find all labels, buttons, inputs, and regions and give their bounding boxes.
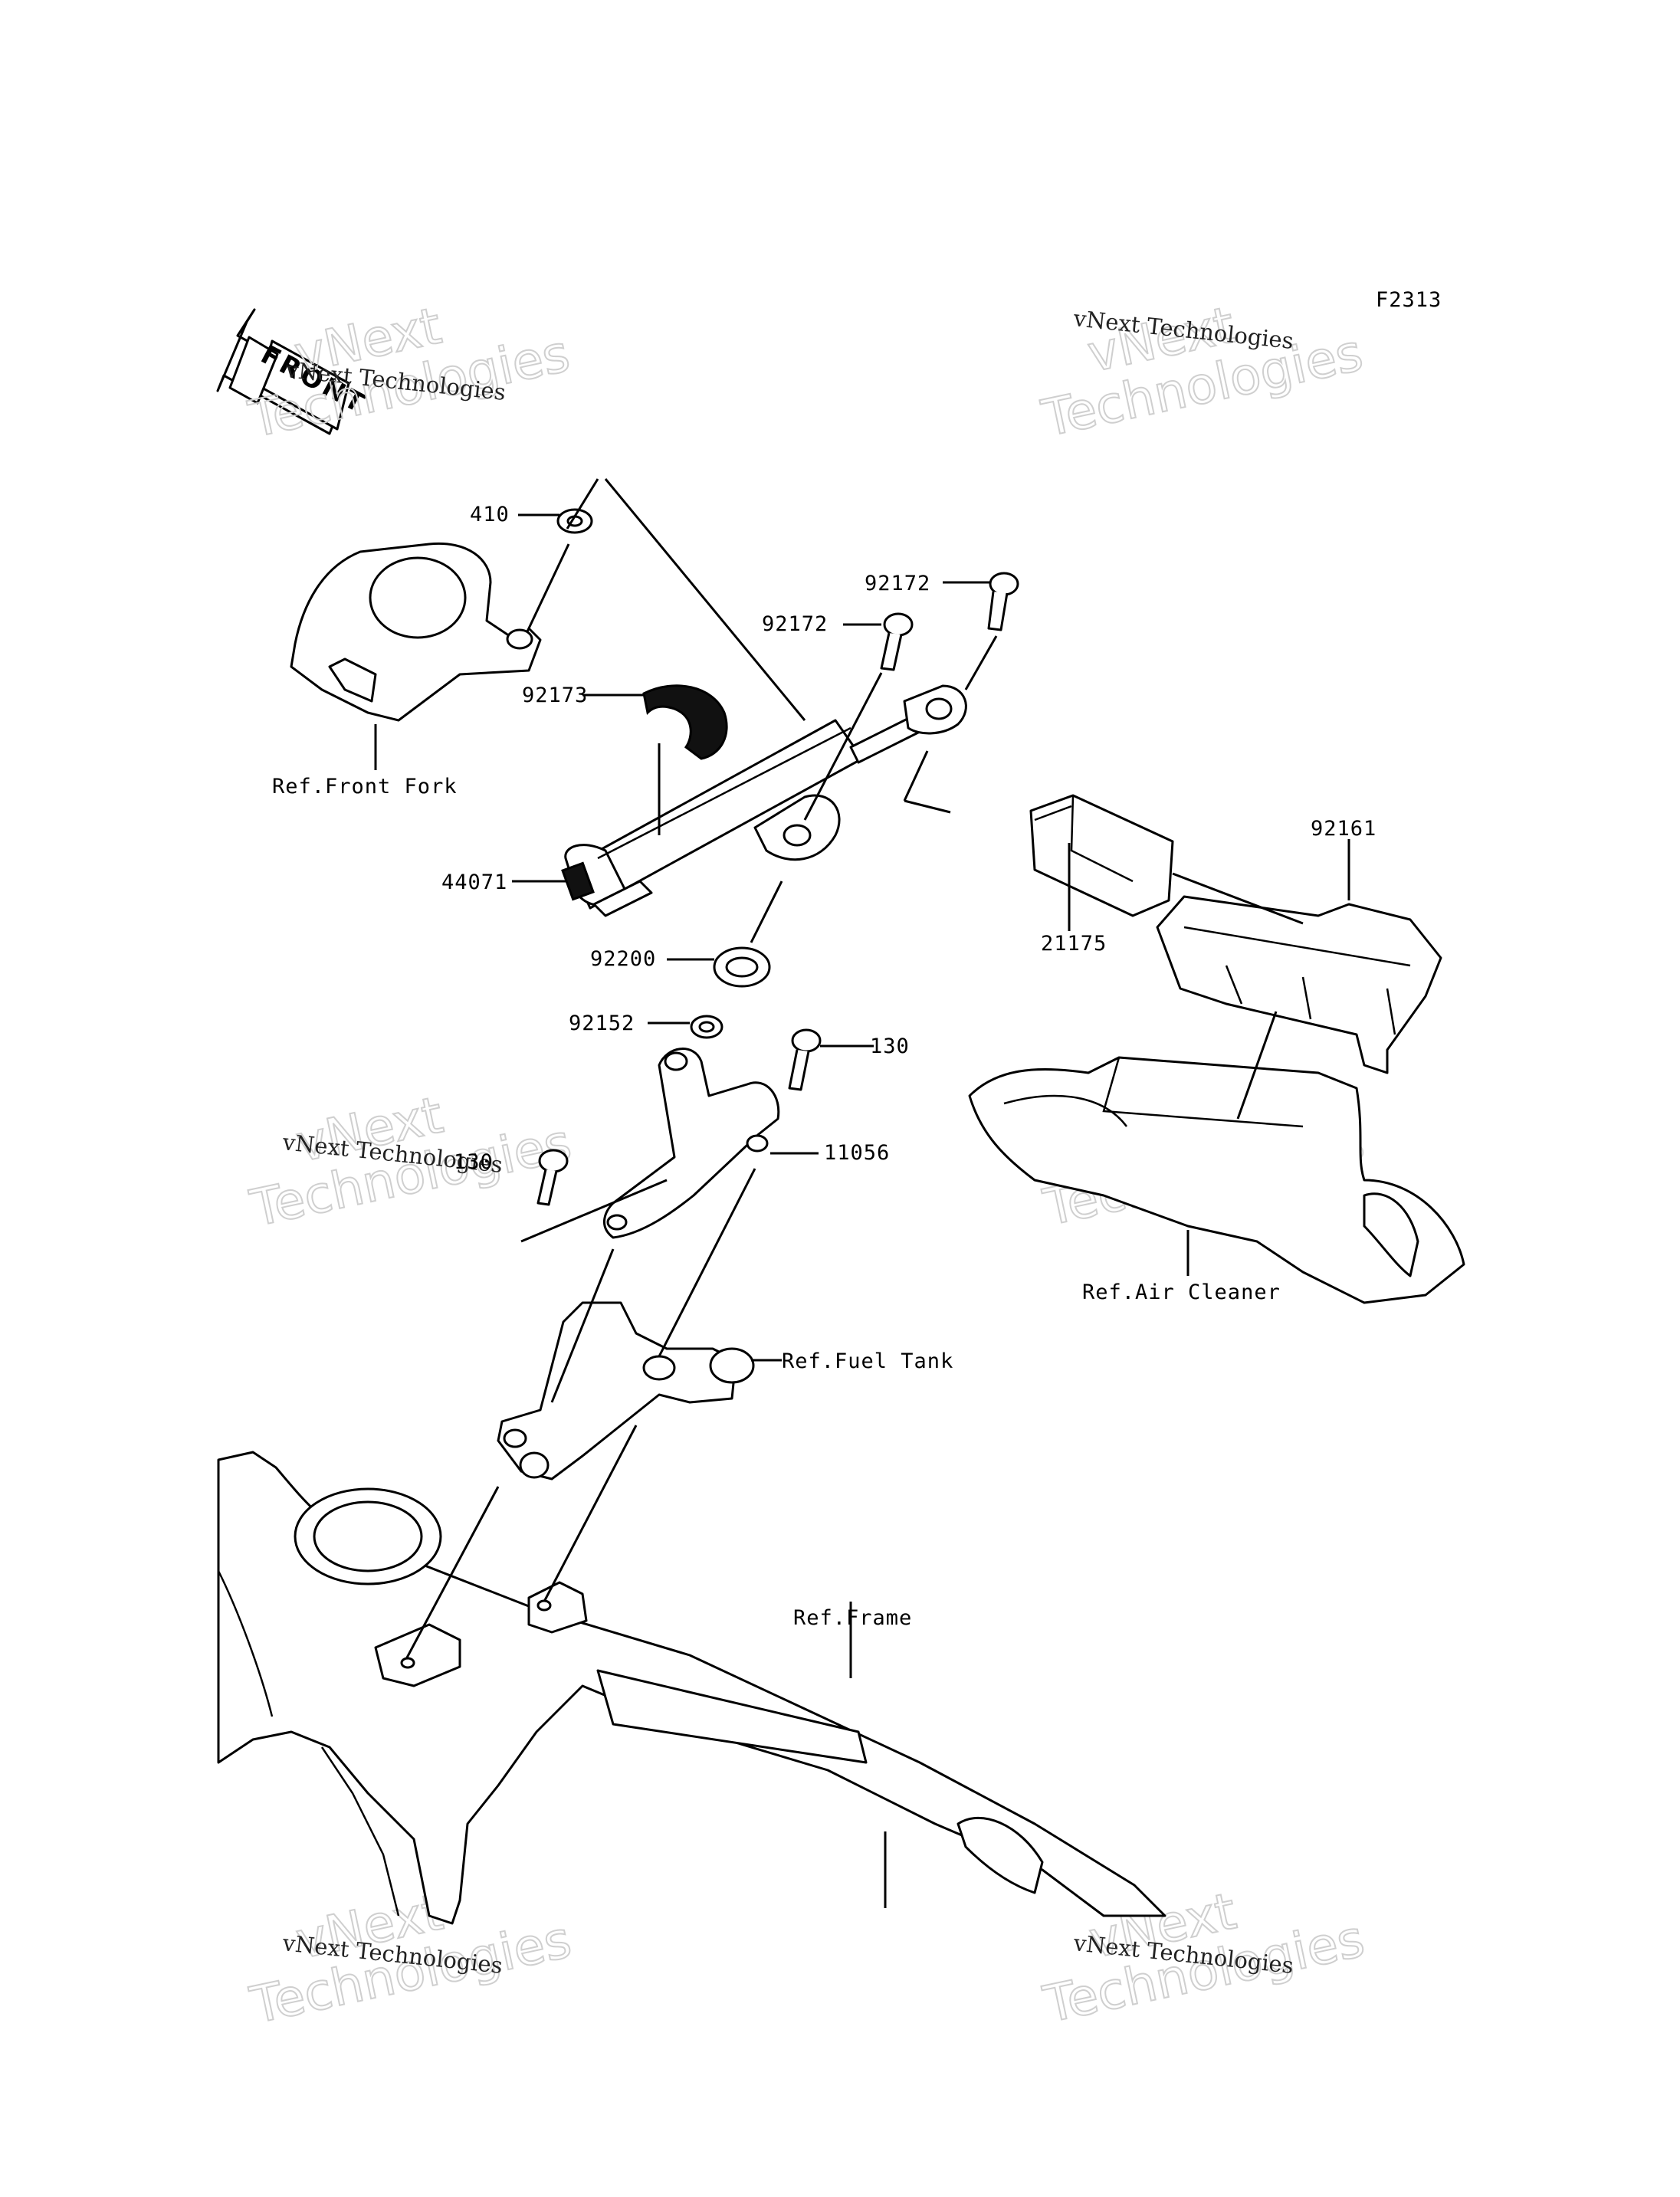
label-11056: 11056 <box>824 1141 890 1165</box>
washer-92152 <box>690 1015 724 1039</box>
washer-410 <box>556 508 593 534</box>
bolt-92172-a <box>987 572 1019 631</box>
leader-lines <box>374 478 1350 1908</box>
bolt-92172-b <box>880 612 914 671</box>
label-92152: 92152 <box>569 1012 635 1035</box>
ref-frame: Ref.Frame <box>793 1606 912 1630</box>
label-44071: 44071 <box>441 871 507 894</box>
rubber-collar-92173 <box>642 684 728 760</box>
label-92161: 92161 <box>1311 817 1376 841</box>
label-92172-a: 92172 <box>865 572 930 595</box>
label-21175: 21175 <box>1041 932 1107 956</box>
ref-front-fork: Ref.Front Fork <box>272 775 458 798</box>
watermark-top-right: vNext Technologies <box>1036 294 1369 449</box>
ref-fuel-tank: Ref.Fuel Tank <box>782 1349 953 1373</box>
cover-92161 <box>1156 895 1442 1074</box>
label-410: 410 <box>470 503 510 526</box>
label-130-a: 130 <box>870 1035 910 1058</box>
label-92173: 92173 <box>522 684 588 707</box>
bushing-92200 <box>713 946 771 988</box>
label-92172-b: 92172 <box>762 612 828 636</box>
diagram-code: F2313 <box>1376 288 1442 312</box>
fuel-tank-bracket <box>497 1301 755 1481</box>
module-21175 <box>1029 794 1174 917</box>
ref-air-cleaner: Ref.Air Cleaner <box>1082 1280 1281 1304</box>
bolt-130-a <box>788 1028 822 1091</box>
bolt-130-b <box>536 1149 569 1206</box>
bracket-11056 <box>603 1048 780 1239</box>
steering-damper <box>561 684 967 917</box>
frame <box>217 1451 1166 1925</box>
label-130-b: 130 <box>454 1150 494 1174</box>
front-fork-clamp <box>290 542 542 722</box>
air-cleaner <box>968 1056 1465 1304</box>
label-92200: 92200 <box>590 947 656 971</box>
